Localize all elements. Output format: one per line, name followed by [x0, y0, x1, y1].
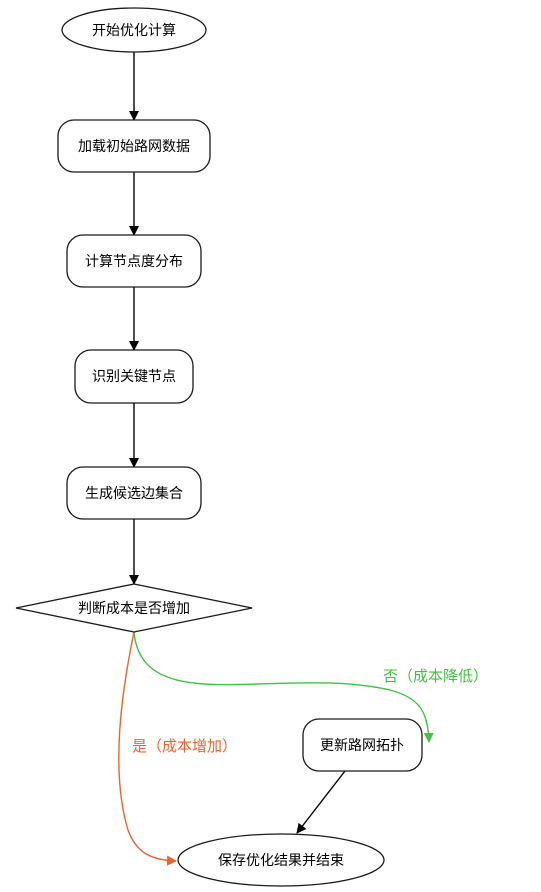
- edge-update-to-end: [296, 770, 346, 834]
- node-degree-distribution-label: 计算节点度分布: [85, 254, 183, 270]
- node-degree-distribution: 计算节点度分布: [66, 234, 202, 288]
- node-update-topology-label: 更新路网拓扑: [320, 738, 404, 754]
- node-load-data: 加载初始路网数据: [57, 119, 211, 173]
- node-key-nodes: 识别关键节点: [74, 349, 194, 404]
- edge-decision-yes: [118, 631, 177, 866]
- edge-label-yes: 是（成本增加）: [132, 737, 237, 755]
- node-update-topology: 更新路网拓扑: [302, 718, 423, 772]
- node-load-data-label: 加载初始路网数据: [78, 138, 190, 155]
- edge-label-no: 否（成本降低）: [383, 667, 488, 685]
- edges: [118, 52, 434, 866]
- node-decision: 判断成本是否增加: [15, 583, 253, 633]
- node-key-nodes-label: 识别关键节点: [92, 369, 176, 385]
- node-start-label: 开始优化计算: [92, 23, 176, 39]
- node-end: 保存优化结果并结束: [177, 833, 385, 887]
- node-candidate-edges-label: 生成候选边集合: [85, 485, 183, 502]
- node-end-label: 保存优化结果并结束: [218, 853, 344, 869]
- node-candidate-edges: 生成候选边集合: [66, 466, 202, 520]
- edge-decision-no: [133, 631, 434, 743]
- node-start: 开始优化计算: [61, 7, 207, 53]
- node-decision-label: 判断成本是否增加: [78, 601, 190, 617]
